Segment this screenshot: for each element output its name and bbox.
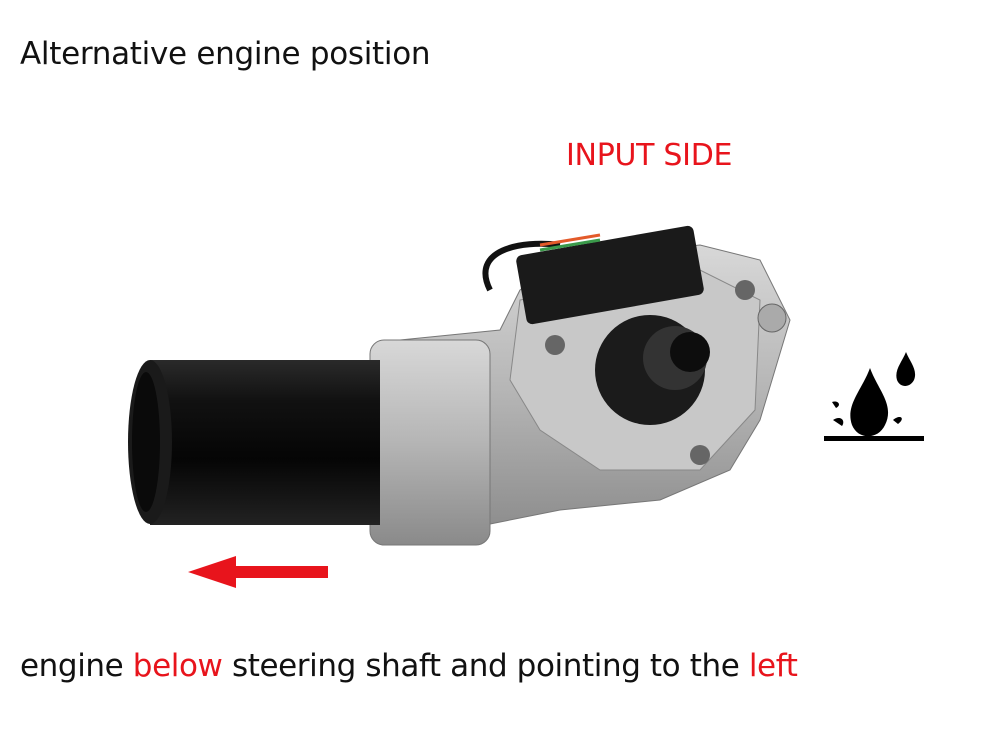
caption-part2: steering shaft and pointing to the [222, 648, 749, 684]
motor-can [128, 360, 380, 525]
caption: engine below steering shaft and pointing… [20, 648, 798, 684]
caption-highlight-left: left [748, 648, 798, 684]
motor-flange [369, 339, 491, 546]
arrow-left-icon [188, 556, 328, 588]
gearbox-housing [399, 225, 791, 541]
caption-part1: engine [20, 648, 133, 684]
page-title: Alternative engine position [20, 36, 431, 72]
caption-highlight-below: below [132, 648, 223, 684]
input-side-label: INPUT SIDE [566, 138, 733, 173]
waterproof-icon [824, 352, 924, 441]
